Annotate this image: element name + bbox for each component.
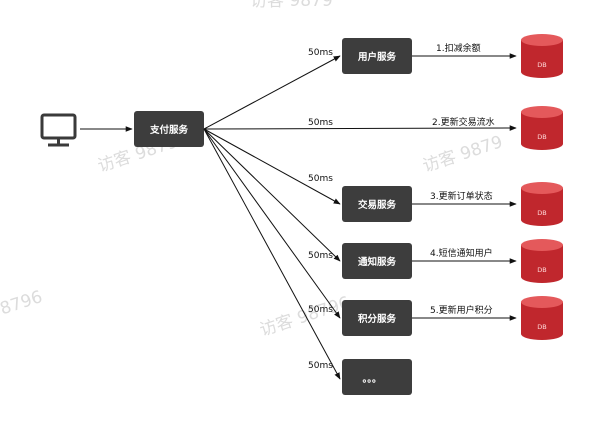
monitor-icon bbox=[40, 113, 77, 147]
gateway-node: 支付服务 bbox=[134, 111, 204, 147]
fanout-arrows bbox=[203, 55, 517, 380]
arrow-to-transaction-db bbox=[203, 125, 517, 131]
arrow-to-notify-service bbox=[203, 128, 341, 262]
gateway-label: 支付服务 bbox=[149, 124, 189, 136]
gateway-box bbox=[134, 111, 204, 147]
watermark-text: 访客 9879 bbox=[420, 132, 505, 177]
latency-label: 50ms bbox=[308, 361, 333, 371]
database-icon: DB bbox=[521, 182, 563, 226]
service-box bbox=[342, 300, 412, 336]
watermark-text: 访客 9879 bbox=[250, 0, 333, 11]
service-node-more: 。。。 bbox=[342, 359, 412, 395]
latency-label: 50ms bbox=[308, 251, 333, 261]
db-label: DB bbox=[537, 61, 546, 69]
database-icon: DB bbox=[521, 106, 563, 150]
db-label: DB bbox=[537, 266, 546, 274]
watermark-text: 98796 bbox=[0, 287, 45, 323]
db-action-label: 5.更新用户积分 bbox=[430, 304, 493, 316]
service-node-points: 积分服务 bbox=[342, 300, 412, 336]
service-node-trade: 交易服务 bbox=[342, 186, 412, 222]
arrow-to-points-service bbox=[203, 128, 341, 319]
latency-label: 50ms bbox=[308, 174, 333, 184]
service-label: 。。。 bbox=[362, 374, 381, 385]
db-action-label: 4.短信通知用户 bbox=[430, 247, 493, 259]
db-action-label: 2.更新交易流水 bbox=[432, 116, 495, 128]
db-action-label: 3.更新订单状态 bbox=[430, 190, 493, 202]
db-label: DB bbox=[537, 133, 546, 141]
db-label: DB bbox=[537, 209, 546, 217]
arrow-to-trade-service bbox=[203, 128, 341, 205]
db-arrows bbox=[412, 53, 517, 321]
service-box bbox=[342, 186, 412, 222]
watermark-text: 访客 98796 bbox=[257, 293, 352, 341]
arrow-to-user-service bbox=[203, 55, 341, 130]
service-label: 积分服务 bbox=[358, 313, 397, 325]
latency-label: 50ms bbox=[308, 305, 333, 315]
service-box bbox=[342, 243, 412, 279]
service-label: 交易服务 bbox=[358, 199, 397, 211]
db-action-label: 1.扣减余额 bbox=[436, 42, 481, 54]
latency-label: 50ms bbox=[308, 48, 333, 58]
db-label: DB bbox=[537, 323, 546, 331]
service-box bbox=[342, 38, 412, 74]
service-node-user: 用户服务 bbox=[342, 38, 412, 74]
service-label: 通知服务 bbox=[358, 256, 397, 268]
service-box bbox=[342, 359, 412, 395]
service-node-notify: 通知服务 bbox=[342, 243, 412, 279]
database-icon: DB bbox=[521, 296, 563, 340]
latency-label: 50ms bbox=[308, 118, 333, 128]
database-icon: DB bbox=[521, 34, 563, 78]
arrow-to-more-service bbox=[203, 128, 341, 380]
database-icon: DB bbox=[521, 239, 563, 283]
service-label: 用户服务 bbox=[357, 51, 397, 63]
